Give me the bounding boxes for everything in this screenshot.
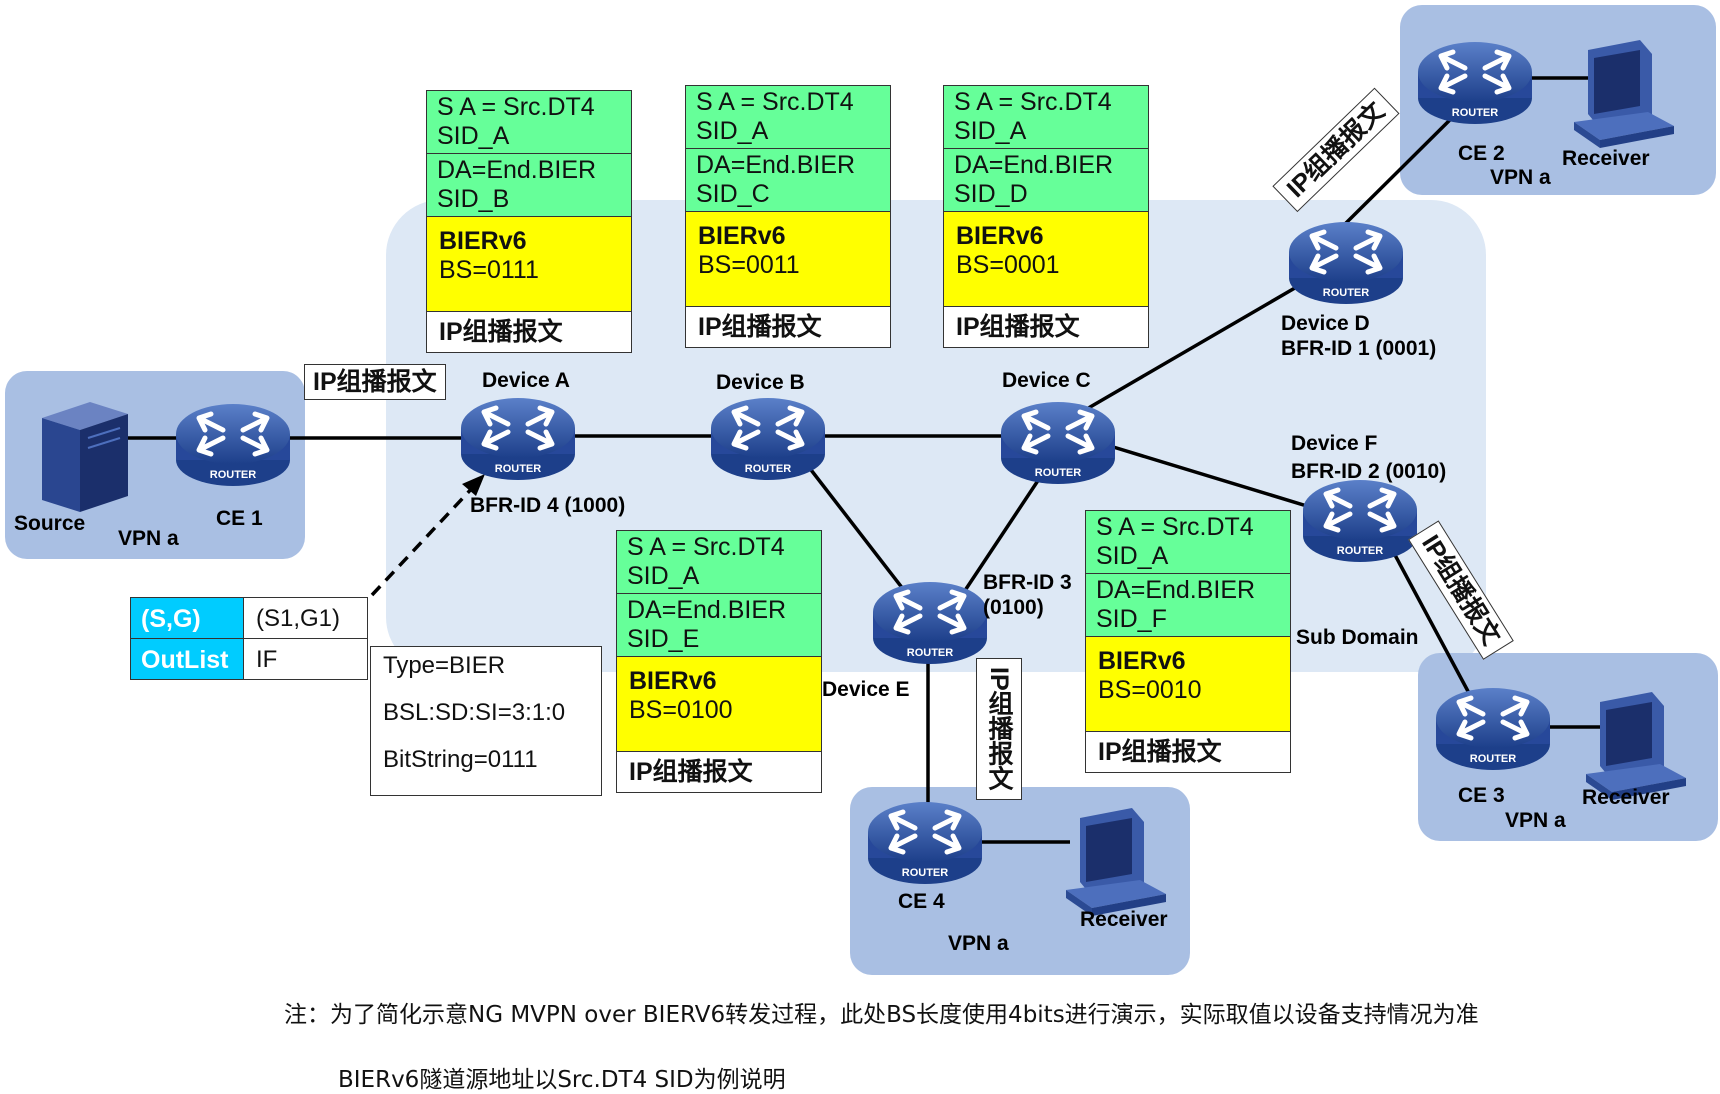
ce4-receiver-label: Receiver — [1080, 908, 1168, 931]
router-deve-icon: ROUTER — [873, 582, 987, 664]
deve-bfr-line2: (0100) — [983, 596, 1044, 619]
router-devf-icon: ROUTER — [1303, 480, 1417, 562]
devc-label: Device C — [1002, 369, 1091, 392]
devf-label: Device F — [1291, 432, 1378, 455]
link-devc-deve — [958, 469, 1047, 599]
devd-bfr-label: BFR-ID 1 (0001) — [1281, 337, 1437, 360]
router-ce1-icon: ROUTER — [176, 404, 290, 486]
router-ce3-icon: ROUTER — [1436, 688, 1550, 770]
fib-arrow — [370, 482, 478, 597]
ip-packet-tag-ce1: IP组播报文 — [304, 364, 446, 400]
fib-arrowhead — [462, 474, 485, 496]
router-devc-text: ROUTER — [1035, 467, 1082, 479]
devb-label: Device B — [716, 371, 805, 394]
router-ce4-text: ROUTER — [902, 867, 949, 879]
ce3-label: CE 3 — [1458, 784, 1505, 807]
ce4-label: CE 4 — [898, 890, 945, 913]
link-devc-devf — [1109, 444, 1321, 512]
ce2-receiver-label: Receiver — [1562, 147, 1650, 170]
ce4-vpn-label: VPN a — [948, 932, 1009, 955]
note-line2: BIERv6隧道源地址以Src.DT4 SID为例说明 — [338, 1067, 786, 1093]
source-label: Source — [14, 512, 86, 535]
router-devb-icon: ROUTER — [711, 398, 825, 480]
fib-key-sg: (S,G) — [130, 597, 244, 639]
deva-label: Device A — [482, 369, 570, 392]
links — [120, 76, 1610, 844]
source-vpn-label: VPN a — [118, 527, 179, 550]
devf-bfr-label: BFR-ID 2 (0010) — [1291, 460, 1447, 483]
link-devf-ce3 — [1393, 554, 1472, 696]
router-devf-text: ROUTER — [1337, 545, 1384, 557]
devd-label: Device D — [1281, 312, 1370, 335]
ce3-receiver-label: Receiver — [1582, 786, 1670, 809]
router-devc-icon: ROUTER — [1001, 402, 1115, 484]
deve-label: Device E — [822, 678, 910, 701]
router-devb-text: ROUTER — [745, 463, 792, 475]
router-deve-text: ROUTER — [907, 647, 954, 659]
deva-bfr-label: BFR-ID 4 (1000) — [470, 494, 626, 517]
link-devc-devd — [1084, 283, 1301, 412]
outlist-bsl: BSL:SD:SI=3:1:0 — [383, 699, 566, 726]
router-deva-text: ROUTER — [495, 463, 542, 475]
deve-bfr-line1: BFR-ID 3 — [983, 571, 1072, 594]
router-ce4-icon: ROUTER — [868, 802, 982, 884]
router-ce2-text: ROUTER — [1452, 107, 1499, 119]
fib-val-sg: (S1,G1) — [244, 597, 368, 639]
server-icon — [42, 402, 128, 512]
sub-domain-label: Sub Domain — [1296, 626, 1419, 649]
link-devb-deve — [806, 464, 912, 600]
outlist-type: Type=BIER — [383, 652, 506, 679]
router-devd-icon: ROUTER — [1289, 222, 1403, 304]
ce1-label: CE 1 — [216, 507, 263, 530]
note-line1: 注：为了简化示意NG MVPN over BIERV6转发过程，此处BS长度使用… — [284, 1002, 1479, 1028]
fib-key-outlist: OutList — [130, 638, 244, 680]
router-ce2-icon: ROUTER — [1418, 42, 1532, 124]
ip-packet-tag-ce4: IP组播报文 — [976, 658, 1022, 800]
ce2-label: CE 2 — [1458, 142, 1505, 165]
fib-table: (S,G) (S1,G1) OutList IF — [130, 597, 368, 680]
ce2-vpn-label: VPN a — [1490, 166, 1551, 189]
router-deva-icon: ROUTER — [461, 398, 575, 480]
ce3-vpn-label: VPN a — [1505, 809, 1566, 832]
fib-val-if: IF — [244, 638, 368, 680]
router-ce1-text: ROUTER — [210, 469, 257, 481]
router-ce3-text: ROUTER — [1470, 753, 1517, 765]
outlist-info: Type=BIER BSL:SD:SI=3:1:0 BitString=0111 — [370, 646, 602, 796]
outlist-bitstring: BitString=0111 — [383, 746, 538, 773]
router-devd-text: ROUTER — [1323, 287, 1370, 299]
